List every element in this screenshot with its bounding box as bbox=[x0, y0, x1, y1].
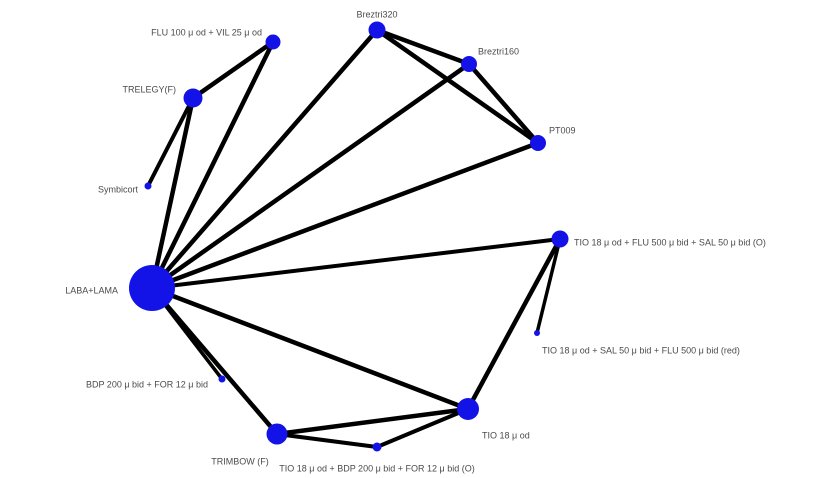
node-label-symbicort: Symbicort bbox=[98, 184, 139, 194]
node-label-tio_sal_flu: TIO 18 μ od + SAL 50 μ bid + FLU 500 μ b… bbox=[542, 345, 740, 355]
node-label-laba_lama: LABA+LAMA bbox=[65, 285, 118, 295]
node-tio_sal_flu[interactable] bbox=[534, 330, 540, 336]
node-bdp_for[interactable] bbox=[218, 375, 226, 383]
node-label-tio_bdp_for: TIO 18 μ od + BDP 200 μ bid + FOR 12 μ b… bbox=[279, 463, 474, 473]
edge-layer bbox=[146, 27, 563, 449]
node-laba_lama[interactable] bbox=[129, 265, 175, 311]
node-label-tio18: TIO 18 μ od bbox=[482, 430, 530, 440]
node-layer bbox=[129, 21, 569, 452]
node-label-trimbow: TRIMBOW (F) bbox=[211, 456, 269, 466]
node-label-trelegy: TRELEGY(F) bbox=[122, 84, 176, 94]
edge-trimbow-tio_bdp_for bbox=[275, 432, 379, 449]
node-label-flu_vil: FLU 100 μ od + VIL 25 μ od bbox=[151, 27, 262, 37]
edge-laba_lama-flu_vil bbox=[149, 39, 276, 291]
edge-trelegy-symbicort bbox=[146, 96, 195, 188]
edge-tio_flu_sal-tio_sal_flu bbox=[535, 237, 562, 335]
node-tio_flu_sal[interactable] bbox=[551, 230, 569, 248]
edge-breztri320-breztri160 bbox=[374, 27, 472, 67]
label-layer: FLU 100 μ od + VIL 25 μ od TRELEGY(F) Symb… bbox=[65, 9, 766, 473]
edge-laba_lama-breztri320 bbox=[149, 27, 380, 291]
node-label-tio_flu_sal: TIO 18 μ od + FLU 500 μ bid + SAL 50 μ b… bbox=[574, 237, 766, 247]
node-breztri320[interactable] bbox=[368, 21, 386, 39]
node-label-bdp_for: BDP 200 μ bid + FOR 12 μ bid bbox=[86, 379, 208, 389]
node-tio_bdp_for[interactable] bbox=[372, 442, 382, 452]
edge-tio18-trimbow bbox=[274, 406, 471, 437]
edge-tio18-tio_bdp_for bbox=[375, 407, 470, 449]
edge-laba_lama-trelegy bbox=[149, 95, 196, 291]
edge-trelegy-flu_vil bbox=[190, 39, 276, 101]
node-label-breztri320: Breztri320 bbox=[356, 9, 397, 19]
node-symbicort[interactable] bbox=[144, 182, 152, 190]
node-tio18[interactable] bbox=[457, 398, 479, 420]
edge-laba_lama-tio18 bbox=[149, 285, 471, 412]
edge-laba_lama-pt009 bbox=[149, 140, 541, 291]
node-label-pt009: PT009 bbox=[549, 125, 576, 135]
node-trelegy[interactable] bbox=[183, 88, 203, 108]
edge-breztri160-pt009 bbox=[466, 61, 541, 146]
edge-laba_lama-tio_flu_sal bbox=[150, 237, 562, 290]
node-label-breztri160: Breztri160 bbox=[478, 46, 519, 56]
node-flu_vil[interactable] bbox=[265, 34, 281, 50]
node-trimbow[interactable] bbox=[266, 423, 288, 445]
edge-tio_flu_sal-tio18 bbox=[465, 236, 563, 412]
edge-laba_lama-breztri160 bbox=[149, 61, 472, 291]
edge-breztri320-pt009 bbox=[374, 27, 541, 146]
node-pt009[interactable] bbox=[530, 135, 546, 151]
node-breztri160[interactable] bbox=[461, 56, 477, 72]
